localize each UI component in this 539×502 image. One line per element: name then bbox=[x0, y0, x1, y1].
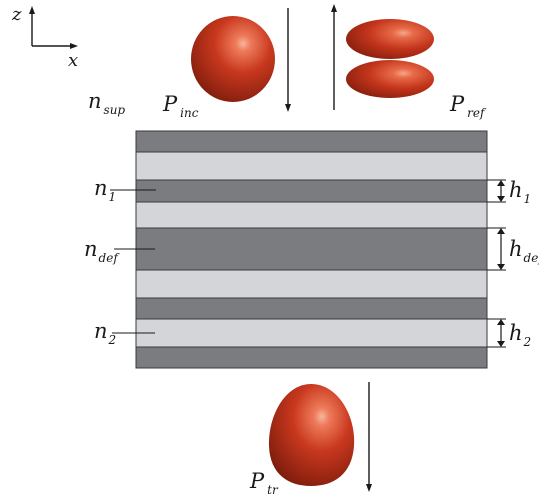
refractive-index-labels: n1 ndef n2 bbox=[84, 176, 156, 347]
layer-light bbox=[135, 151, 488, 181]
axes-indicator: z x bbox=[11, 4, 78, 71]
layer-light bbox=[135, 201, 488, 229]
layer-light bbox=[135, 269, 488, 299]
layer-bottom-dark bbox=[135, 346, 488, 369]
layer-defect bbox=[135, 227, 488, 271]
x-axis-label: x bbox=[68, 50, 78, 71]
thickness-markers: h1 hdef h2 bbox=[487, 178, 539, 349]
reflected-radiation-lobe bbox=[346, 19, 434, 98]
label-n2: n2 bbox=[94, 319, 116, 347]
z-axis-label: z bbox=[11, 4, 22, 25]
layer-n1 bbox=[135, 179, 488, 203]
label-h1: h1 bbox=[509, 178, 531, 206]
label-h2: h2 bbox=[509, 321, 531, 349]
multilayer-stack bbox=[135, 130, 488, 369]
layer-top-dark bbox=[135, 130, 488, 153]
incident-radiation-lobe bbox=[191, 16, 275, 102]
layer-dark bbox=[135, 297, 488, 320]
layer-n2 bbox=[135, 318, 488, 348]
label-n-def: ndef bbox=[84, 237, 120, 265]
label-n1: n1 bbox=[94, 176, 116, 204]
label-h-def: hdef bbox=[509, 237, 539, 265]
transmitted-radiation-lobe bbox=[268, 384, 355, 486]
